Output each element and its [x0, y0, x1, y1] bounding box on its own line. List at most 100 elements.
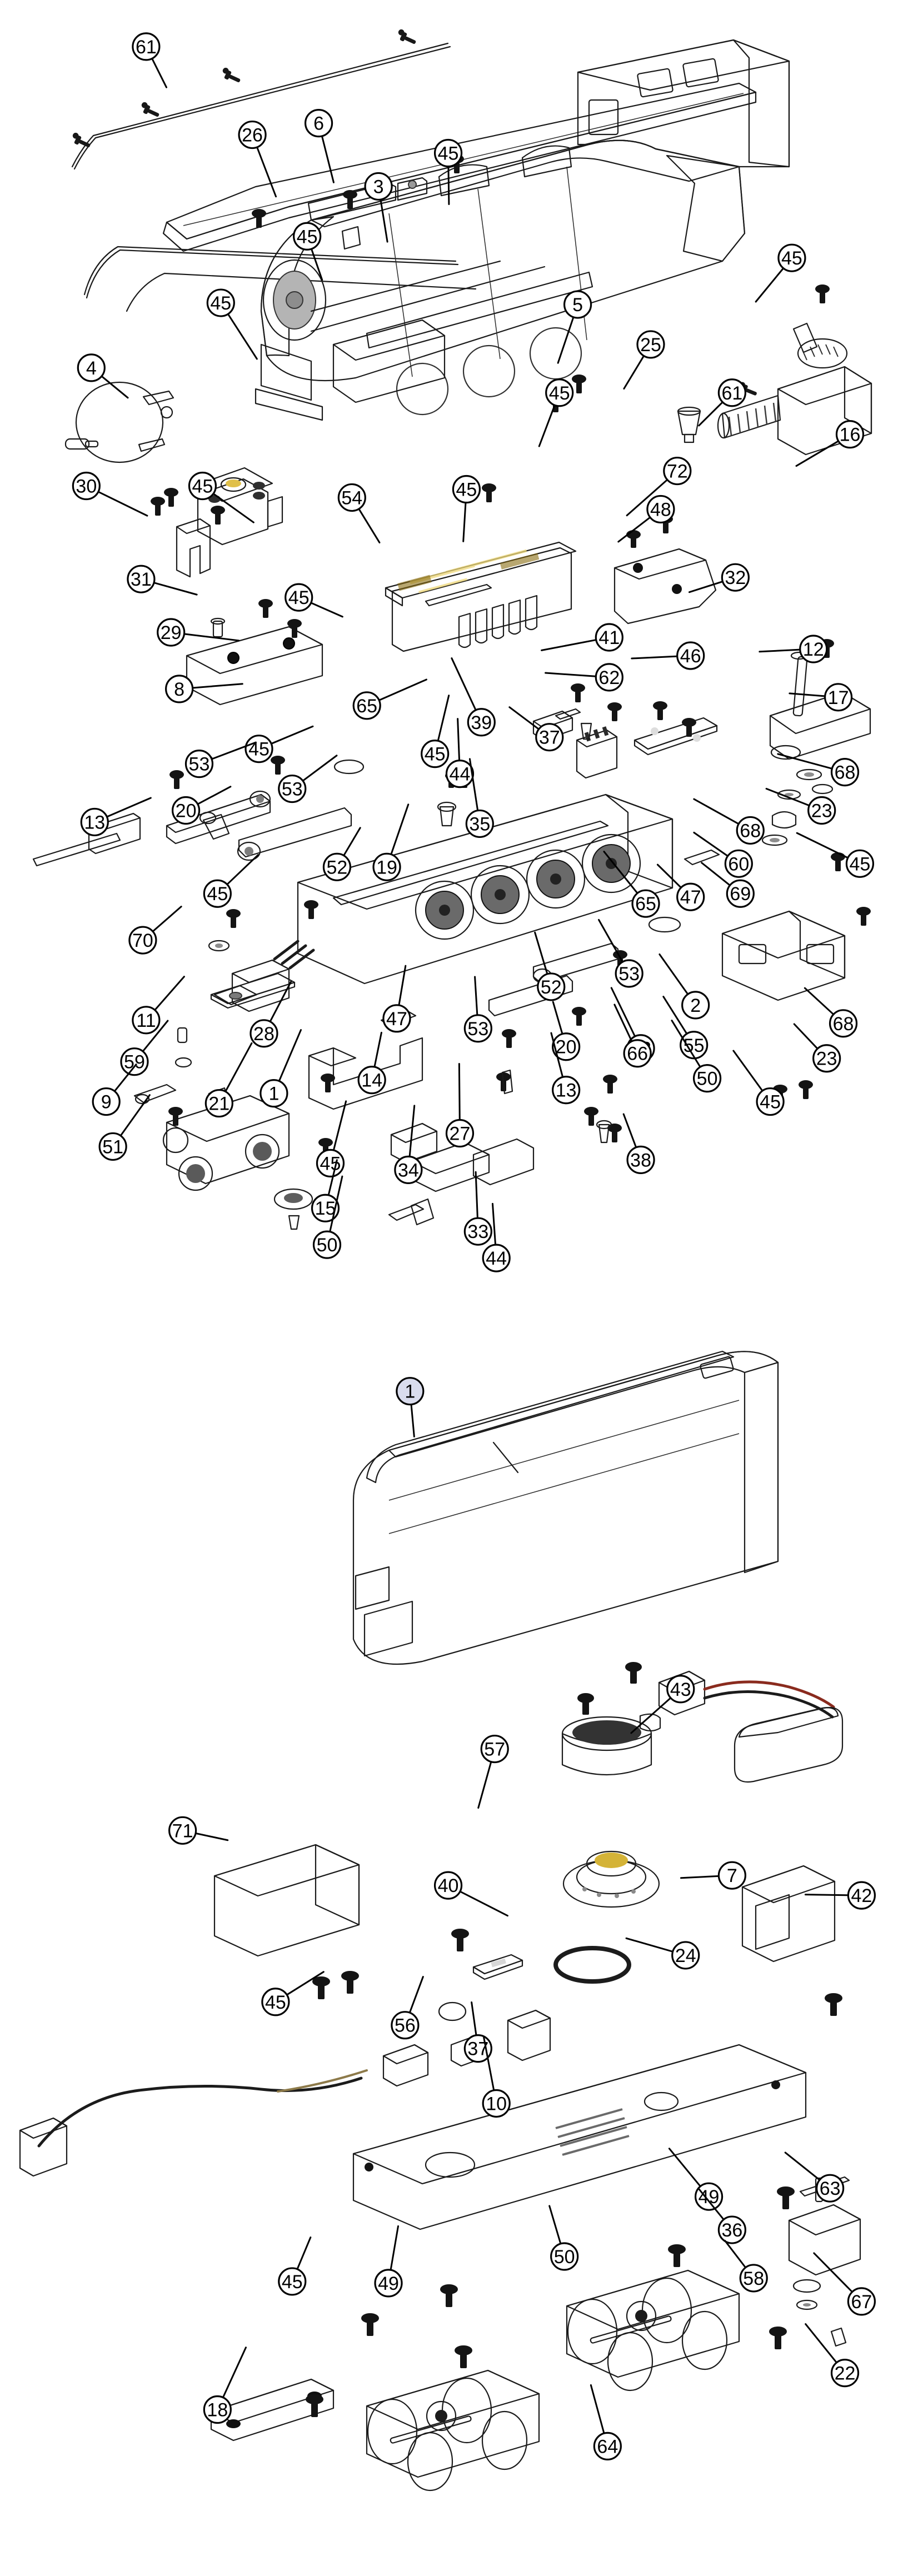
callout-balloon-68[interactable]: [830, 758, 860, 787]
callout-balloon-44[interactable]: [445, 759, 475, 788]
callout-balloon-54[interactable]: [337, 483, 366, 512]
callout-balloon-13[interactable]: [80, 807, 109, 837]
callout-balloon-45[interactable]: [278, 2267, 307, 2296]
callout-balloon-17[interactable]: [824, 683, 853, 712]
callout-balloon-45[interactable]: [777, 243, 806, 272]
callout-balloon-25[interactable]: [636, 330, 665, 359]
callout-balloon-61[interactable]: [717, 378, 746, 407]
callout-balloon-42[interactable]: [847, 1881, 876, 1910]
callout-balloon-8[interactable]: [165, 675, 194, 703]
callout-balloon-9[interactable]: [92, 1087, 121, 1116]
callout-balloon-45[interactable]: [245, 735, 273, 763]
callout-balloon-58[interactable]: [739, 2264, 768, 2293]
callout-balloon-45[interactable]: [545, 378, 574, 407]
callout-balloon-36[interactable]: [717, 2215, 746, 2244]
callout-balloon-45[interactable]: [188, 471, 217, 501]
callout-balloon-45[interactable]: [756, 1087, 785, 1116]
callout-balloon-3[interactable]: [364, 172, 393, 201]
callout-balloon-22[interactable]: [830, 2359, 860, 2388]
callout-balloon-57[interactable]: [480, 1734, 509, 1764]
callout-balloon-65[interactable]: [631, 889, 660, 918]
callout-balloon-53[interactable]: [184, 750, 214, 778]
callout-balloon-34[interactable]: [394, 1155, 423, 1184]
callout-balloon-43[interactable]: [666, 1675, 695, 1704]
callout-balloon-48[interactable]: [646, 495, 675, 524]
callout-balloon-1[interactable]: [396, 1377, 425, 1406]
callout-balloon-39[interactable]: [467, 708, 496, 737]
callout-balloon-31[interactable]: [127, 565, 156, 593]
callout-balloon-45[interactable]: [285, 583, 313, 612]
callout-balloon-50[interactable]: [312, 1230, 342, 1259]
callout-balloon-45[interactable]: [206, 288, 235, 317]
callout-balloon-70[interactable]: [128, 926, 157, 955]
callout-balloon-10[interactable]: [482, 2089, 511, 2118]
callout-balloon-67[interactable]: [847, 2287, 876, 2316]
callout-balloon-63[interactable]: [816, 2174, 845, 2203]
callout-balloon-13[interactable]: [552, 1076, 581, 1105]
callout-balloon-46[interactable]: [676, 641, 705, 670]
callout-balloon-53[interactable]: [463, 1014, 492, 1043]
callout-balloon-53[interactable]: [615, 959, 643, 988]
callout-balloon-15[interactable]: [311, 1194, 340, 1222]
callout-balloon-20[interactable]: [171, 796, 201, 825]
callout-balloon-50[interactable]: [692, 1064, 722, 1093]
callout-balloon-52[interactable]: [322, 852, 352, 881]
callout-balloon-14[interactable]: [357, 1066, 386, 1095]
callout-balloon-66[interactable]: [623, 1039, 652, 1068]
callout-balloon-33[interactable]: [463, 1217, 492, 1246]
callout-balloon-32[interactable]: [721, 563, 750, 592]
callout-balloon-27[interactable]: [445, 1119, 475, 1148]
callout-balloon-69[interactable]: [726, 879, 755, 908]
callout-balloon-40[interactable]: [433, 1871, 463, 1900]
callout-balloon-12[interactable]: [799, 635, 828, 663]
callout-balloon-7[interactable]: [717, 1861, 746, 1890]
callout-balloon-52[interactable]: [537, 972, 566, 1001]
callout-balloon-45[interactable]: [452, 475, 481, 504]
callout-balloon-23[interactable]: [807, 796, 836, 825]
callout-balloon-23[interactable]: [812, 1044, 841, 1073]
callout-balloon-38[interactable]: [626, 1145, 655, 1174]
callout-balloon-21[interactable]: [204, 1089, 233, 1118]
callout-balloon-47[interactable]: [382, 1004, 411, 1033]
callout-balloon-45[interactable]: [261, 1988, 290, 2016]
callout-balloon-47[interactable]: [676, 882, 705, 911]
callout-balloon-1[interactable]: [260, 1079, 288, 1108]
callout-balloon-30[interactable]: [72, 471, 101, 501]
callout-balloon-53[interactable]: [278, 774, 307, 803]
callout-balloon-29[interactable]: [157, 618, 186, 647]
callout-balloon-65[interactable]: [352, 691, 381, 720]
callout-balloon-61[interactable]: [132, 32, 161, 61]
callout-balloon-45[interactable]: [293, 222, 322, 251]
callout-balloon-51[interactable]: [98, 1132, 127, 1161]
callout-balloon-64[interactable]: [593, 2432, 622, 2461]
callout-balloon-28[interactable]: [250, 1019, 278, 1048]
callout-balloon-2[interactable]: [681, 991, 710, 1020]
callout-balloon-68[interactable]: [829, 1009, 858, 1038]
callout-balloon-62[interactable]: [595, 663, 623, 692]
callout-balloon-26[interactable]: [238, 120, 267, 149]
callout-balloon-37[interactable]: [535, 723, 564, 752]
callout-balloon-45[interactable]: [845, 849, 875, 878]
callout-balloon-20[interactable]: [552, 1032, 581, 1061]
callout-balloon-59[interactable]: [120, 1047, 149, 1076]
callout-balloon-45[interactable]: [433, 138, 463, 168]
callout-balloon-45[interactable]: [203, 879, 232, 908]
callout-balloon-49[interactable]: [694, 2182, 724, 2211]
callout-balloon-71[interactable]: [168, 1816, 197, 1845]
callout-balloon-5[interactable]: [563, 290, 592, 319]
callout-balloon-49[interactable]: [374, 2269, 403, 2298]
callout-balloon-50[interactable]: [550, 2242, 579, 2271]
callout-balloon-68[interactable]: [736, 816, 765, 845]
callout-balloon-72[interactable]: [663, 456, 692, 486]
callout-balloon-56[interactable]: [391, 2011, 420, 2040]
callout-balloon-6[interactable]: [304, 109, 333, 138]
callout-balloon-41[interactable]: [595, 623, 623, 652]
callout-balloon-45[interactable]: [421, 740, 450, 768]
callout-balloon-16[interactable]: [835, 420, 865, 449]
callout-balloon-19[interactable]: [372, 852, 401, 881]
callout-balloon-45[interactable]: [316, 1149, 345, 1177]
callout-balloon-60[interactable]: [724, 849, 753, 878]
callout-balloon-44[interactable]: [482, 1244, 511, 1272]
callout-balloon-11[interactable]: [132, 1006, 161, 1035]
callout-balloon-24[interactable]: [671, 1941, 700, 1970]
